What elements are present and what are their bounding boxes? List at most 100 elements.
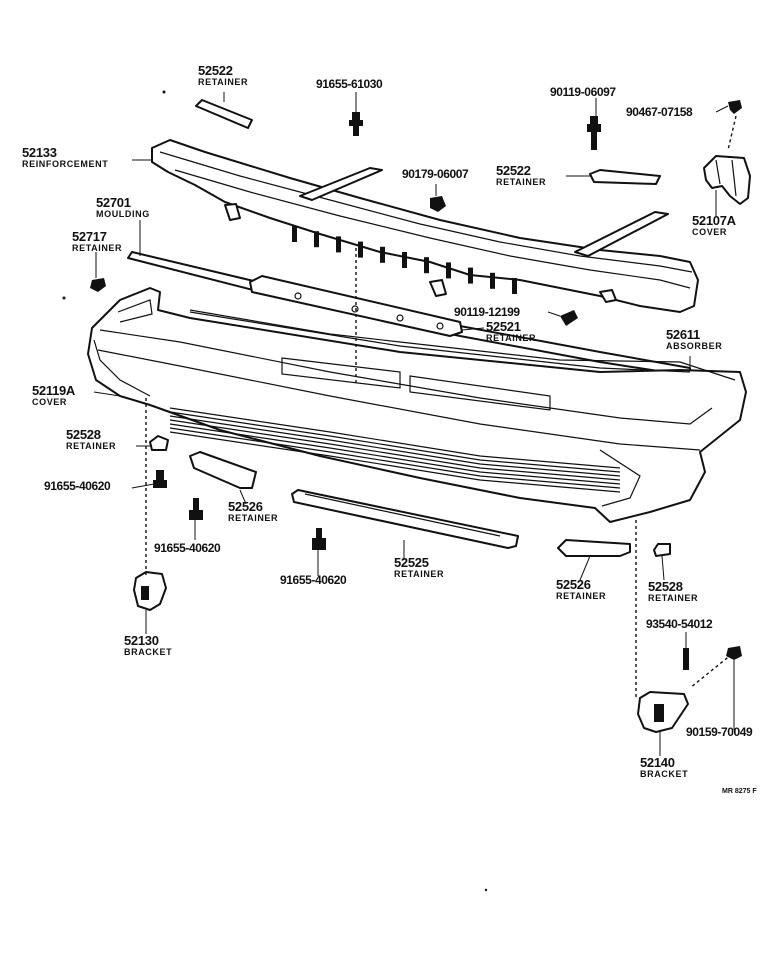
grille-rib <box>169 411 621 473</box>
bracket-52130 <box>133 571 167 611</box>
part-name: RETAINER <box>66 441 117 451</box>
reinforcement-slot <box>358 241 363 258</box>
part-number: 52119A <box>32 383 76 398</box>
retainer-52521 <box>249 275 463 337</box>
part-number: 52526 <box>228 499 263 514</box>
part-number: 52701 <box>96 195 131 210</box>
reinforcement-slot <box>446 262 451 279</box>
label-52522-right: 52522 RETAINER <box>496 164 546 187</box>
grille-rib <box>169 419 621 481</box>
label-52701: 52701 MOULDING <box>96 196 150 219</box>
label-52130: 52130 BRACKET <box>124 634 172 657</box>
retainer-52522-top <box>195 99 253 129</box>
bolt-91655-61030 <box>349 112 363 136</box>
leader-lines <box>93 92 735 756</box>
grille-rib <box>169 431 621 493</box>
label-52611: 52611 ABSORBER <box>666 328 722 351</box>
part-name: RETAINER <box>486 333 537 343</box>
part-number: 52611 <box>666 327 700 342</box>
part-name: RETAINER <box>394 569 445 579</box>
nut-90467-07158 <box>728 100 742 114</box>
label-52525: 52525 RETAINER <box>394 556 444 579</box>
part-name: RETAINER <box>556 591 607 601</box>
retainer-52528-right <box>653 543 671 557</box>
label-52119a: 52119A COVER <box>32 384 75 407</box>
absorber-52611 <box>189 311 691 373</box>
bracket-52140 <box>637 691 689 733</box>
label-91655-40620-b: 91655-40620 <box>154 541 221 555</box>
bolt-91655-40620-b <box>189 498 203 520</box>
part-number: 52140 <box>640 755 675 770</box>
diagram-id: MR 8275 F <box>722 788 757 795</box>
label-52133: 52133 REINFORCEMENT <box>22 146 108 169</box>
reinforcement-slot <box>402 252 407 268</box>
retainer-52525 <box>291 489 519 549</box>
label-52717: 52717 RETAINER <box>72 230 122 253</box>
part-name: COVER <box>32 397 68 407</box>
label-91655-40620-c: 91655-40620 <box>280 573 347 587</box>
label-90119-12199: 90119-12199 <box>454 305 520 319</box>
dot-mark <box>484 888 488 892</box>
label-91655-61030: 91655-61030 <box>316 77 383 91</box>
part-name: RETAINER <box>72 243 123 253</box>
label-90179-06007: 90179-06007 <box>402 167 469 181</box>
part-number: 52522 <box>198 63 233 78</box>
reinforcement-slot <box>336 236 341 253</box>
part-name: BRACKET <box>124 647 173 657</box>
label-91655-40620-a: 91655-40620 <box>44 479 111 493</box>
part-number: 52130 <box>124 633 159 648</box>
grille-rib <box>169 423 621 485</box>
retainer-52526-left <box>189 451 257 489</box>
part-name: REINFORCEMENT <box>22 159 109 169</box>
grille-rib <box>169 427 621 489</box>
label-90467-07158: 90467-07158 <box>626 105 693 119</box>
part-number: 52133 <box>22 145 57 160</box>
label-52140: 52140 BRACKET <box>640 756 688 779</box>
label-52107a: 52107A COVER <box>692 214 736 237</box>
part-name: MOULDING <box>96 209 150 219</box>
reinforcement-slot <box>490 272 495 289</box>
dot-mark <box>162 90 166 94</box>
bumper-cover-52119a <box>87 287 747 523</box>
part-name: ABSORBER <box>666 341 723 351</box>
reinforcement-52133 <box>151 139 699 313</box>
label-52528-left: 52528 RETAINER <box>66 428 116 451</box>
clip-52717 <box>90 278 106 292</box>
label-90159-70049: 90159-70049 <box>686 725 753 739</box>
part-number: 52521 <box>486 319 521 334</box>
part-number: 52525 <box>394 555 429 570</box>
reinforcement-slot <box>314 231 319 248</box>
part-name: COVER <box>692 227 728 237</box>
bolt-90119-06097 <box>587 116 601 150</box>
reinforcement-slot <box>468 267 473 284</box>
screw-93540-54012 <box>683 648 689 670</box>
reinforcement-slot <box>512 278 517 294</box>
bolt-90119-12199 <box>560 310 578 326</box>
cover-52107a <box>703 155 751 205</box>
retainer-52526-right <box>557 539 631 557</box>
label-52528-right: 52528 RETAINER <box>648 580 698 603</box>
assembly-line-cover <box>727 115 737 151</box>
retainer-52528-left <box>149 435 169 451</box>
label-90119-06097: 90119-06097 <box>550 85 616 99</box>
reinforcement-slot <box>380 246 385 263</box>
part-name: BRACKET <box>640 769 689 779</box>
bolt-91655-40620-c <box>312 528 326 550</box>
grille-rib <box>169 407 621 469</box>
nut-90179-06007 <box>430 196 446 212</box>
reinforcement-slot <box>424 257 429 274</box>
label-52526-right: 52526 RETAINER <box>556 578 606 601</box>
part-number: 52522 <box>496 163 531 178</box>
part-name: RETAINER <box>648 593 699 603</box>
label-52526-left: 52526 RETAINER <box>228 500 278 523</box>
grille-rib <box>169 415 621 477</box>
bolt-91655-40620-a <box>153 470 167 488</box>
part-number: 52107A <box>692 213 736 228</box>
retainer-52522-right <box>589 169 661 185</box>
assembly-line-nut <box>689 653 733 689</box>
label-93540-54012: 93540-54012 <box>646 617 713 631</box>
dot-mark <box>62 296 66 300</box>
part-number: 52528 <box>648 579 683 594</box>
